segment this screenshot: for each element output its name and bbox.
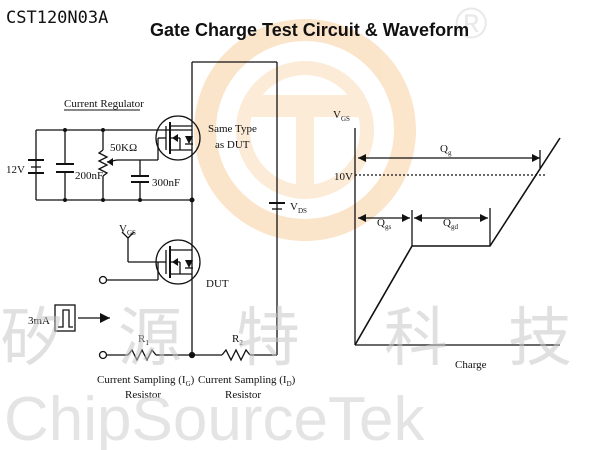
cap-300nf-label: 300nF (152, 177, 180, 189)
watermark-registered-mark: ® (455, 0, 487, 48)
qgs-label: Qgs (377, 217, 391, 231)
watermark-en-text: ChipSourceTek (4, 385, 425, 450)
gate-drive-terminal (98, 275, 108, 285)
charge-axis-label: Charge (455, 359, 487, 371)
watermark-cn-char: 科 (384, 302, 448, 376)
vds-label: VDS (290, 201, 307, 215)
watermark-cn-char: 特 (236, 302, 300, 376)
as-dut-label: as DUT (215, 139, 250, 151)
gate-charge-curve (354, 137, 561, 346)
battery-12v (28, 159, 44, 174)
cap-300nf (131, 175, 149, 183)
same-type-label: Same Type (208, 123, 257, 135)
qg-label: Qg (440, 143, 452, 157)
ten-volt-label: 10V (334, 171, 353, 183)
resistor-id-label: Resistor (225, 389, 261, 401)
dut-label: DUT (206, 278, 229, 290)
current-regulator-label: Current Regulator (64, 98, 144, 110)
r1-label: R1 (138, 333, 149, 347)
watermark-cn: 矽 源 特 科 技 (0, 302, 572, 376)
page-title: Gate Charge Test Circuit & Waveform (150, 20, 470, 40)
resistor-r2 (221, 348, 251, 362)
part-number: CST120N03A (6, 8, 109, 28)
current-sampling-ig-label: Current Sampling (IG) (97, 374, 195, 388)
watermark-logo (194, 19, 416, 241)
current-sampling-id-label: Current Sampling (ID) (198, 374, 296, 388)
mosfet-same-type (155, 115, 201, 161)
cap-200nf (56, 163, 74, 173)
waveform-vgs-label: VGS (333, 109, 350, 123)
pot-50k (97, 149, 109, 177)
vgs-circuit-label: VGS (119, 223, 136, 237)
sampling-ig-terminal (98, 350, 108, 360)
pot-50k-label: 50KΩ (110, 142, 137, 154)
cap-200nf-label: 200nF (75, 170, 103, 182)
bottom-node-dot (188, 351, 196, 359)
watermark-cn-char: 源 (118, 302, 182, 376)
qgd-label: Qgd (443, 217, 458, 231)
supply-12v-label: 12V (6, 164, 25, 176)
watermark-cn-char: 矽 (0, 302, 64, 376)
battery-vds (269, 202, 285, 210)
pulse-3ma-label: 3mA (28, 315, 50, 327)
watermark-cn-char: 技 (508, 302, 572, 376)
pulse-source (54, 304, 110, 332)
r2-label: R2 (232, 333, 243, 347)
resistor-ig-label: Resistor (125, 389, 161, 401)
mosfet-dut (155, 239, 201, 285)
resistor-r1 (127, 348, 157, 362)
